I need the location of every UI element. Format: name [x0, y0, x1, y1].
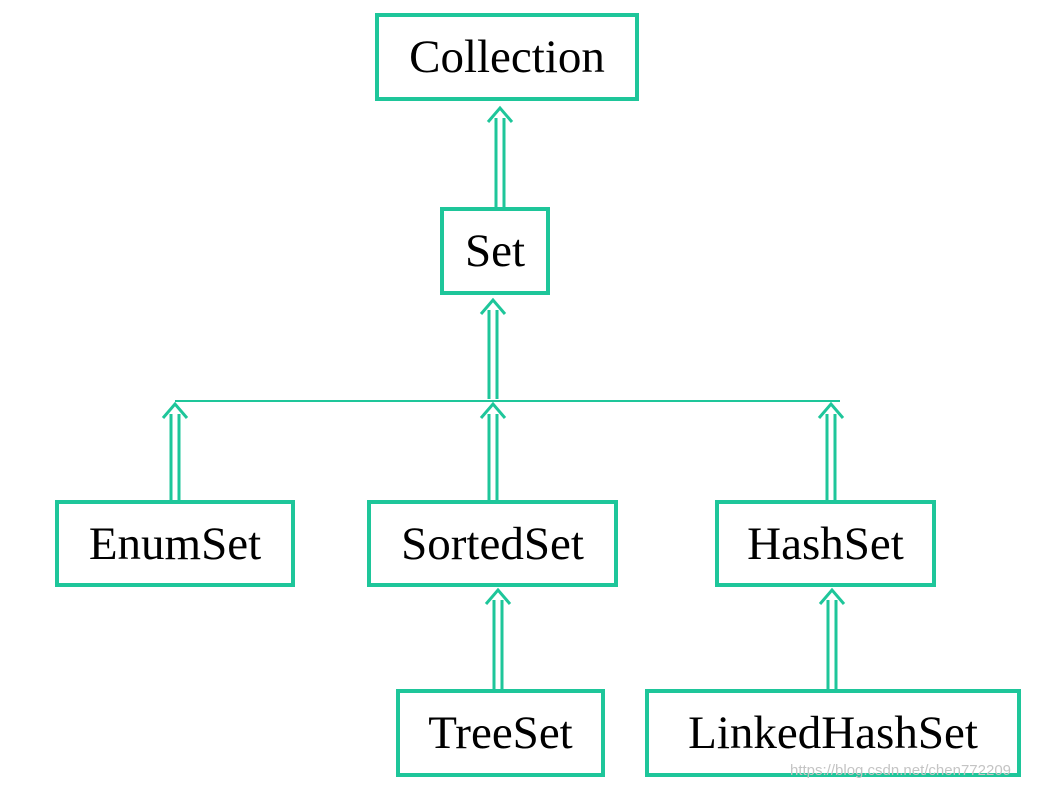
- node-collection: Collection: [375, 13, 639, 101]
- node-enumset: EnumSet: [55, 500, 295, 587]
- node-set: Set: [440, 207, 550, 295]
- arrow-enumset-to-set: [161, 401, 189, 500]
- node-treeset: TreeSet: [396, 689, 605, 777]
- node-linkedhashset: LinkedHashSet: [645, 689, 1021, 777]
- arrow-sortedset-to-set: [479, 401, 507, 500]
- arrow-hashset-to-set: [817, 401, 845, 500]
- arrow-linkedhashset-to-hashset: [818, 587, 846, 689]
- watermark-text: https://blog.csdn.net/chen772209: [790, 762, 1012, 779]
- arrow-branch-to-set: [479, 297, 507, 399]
- node-hashset: HashSet: [715, 500, 936, 587]
- arrow-treeset-to-sortedset: [484, 587, 512, 689]
- arrow-set-to-collection: [486, 105, 514, 207]
- node-sortedset: SortedSet: [367, 500, 618, 587]
